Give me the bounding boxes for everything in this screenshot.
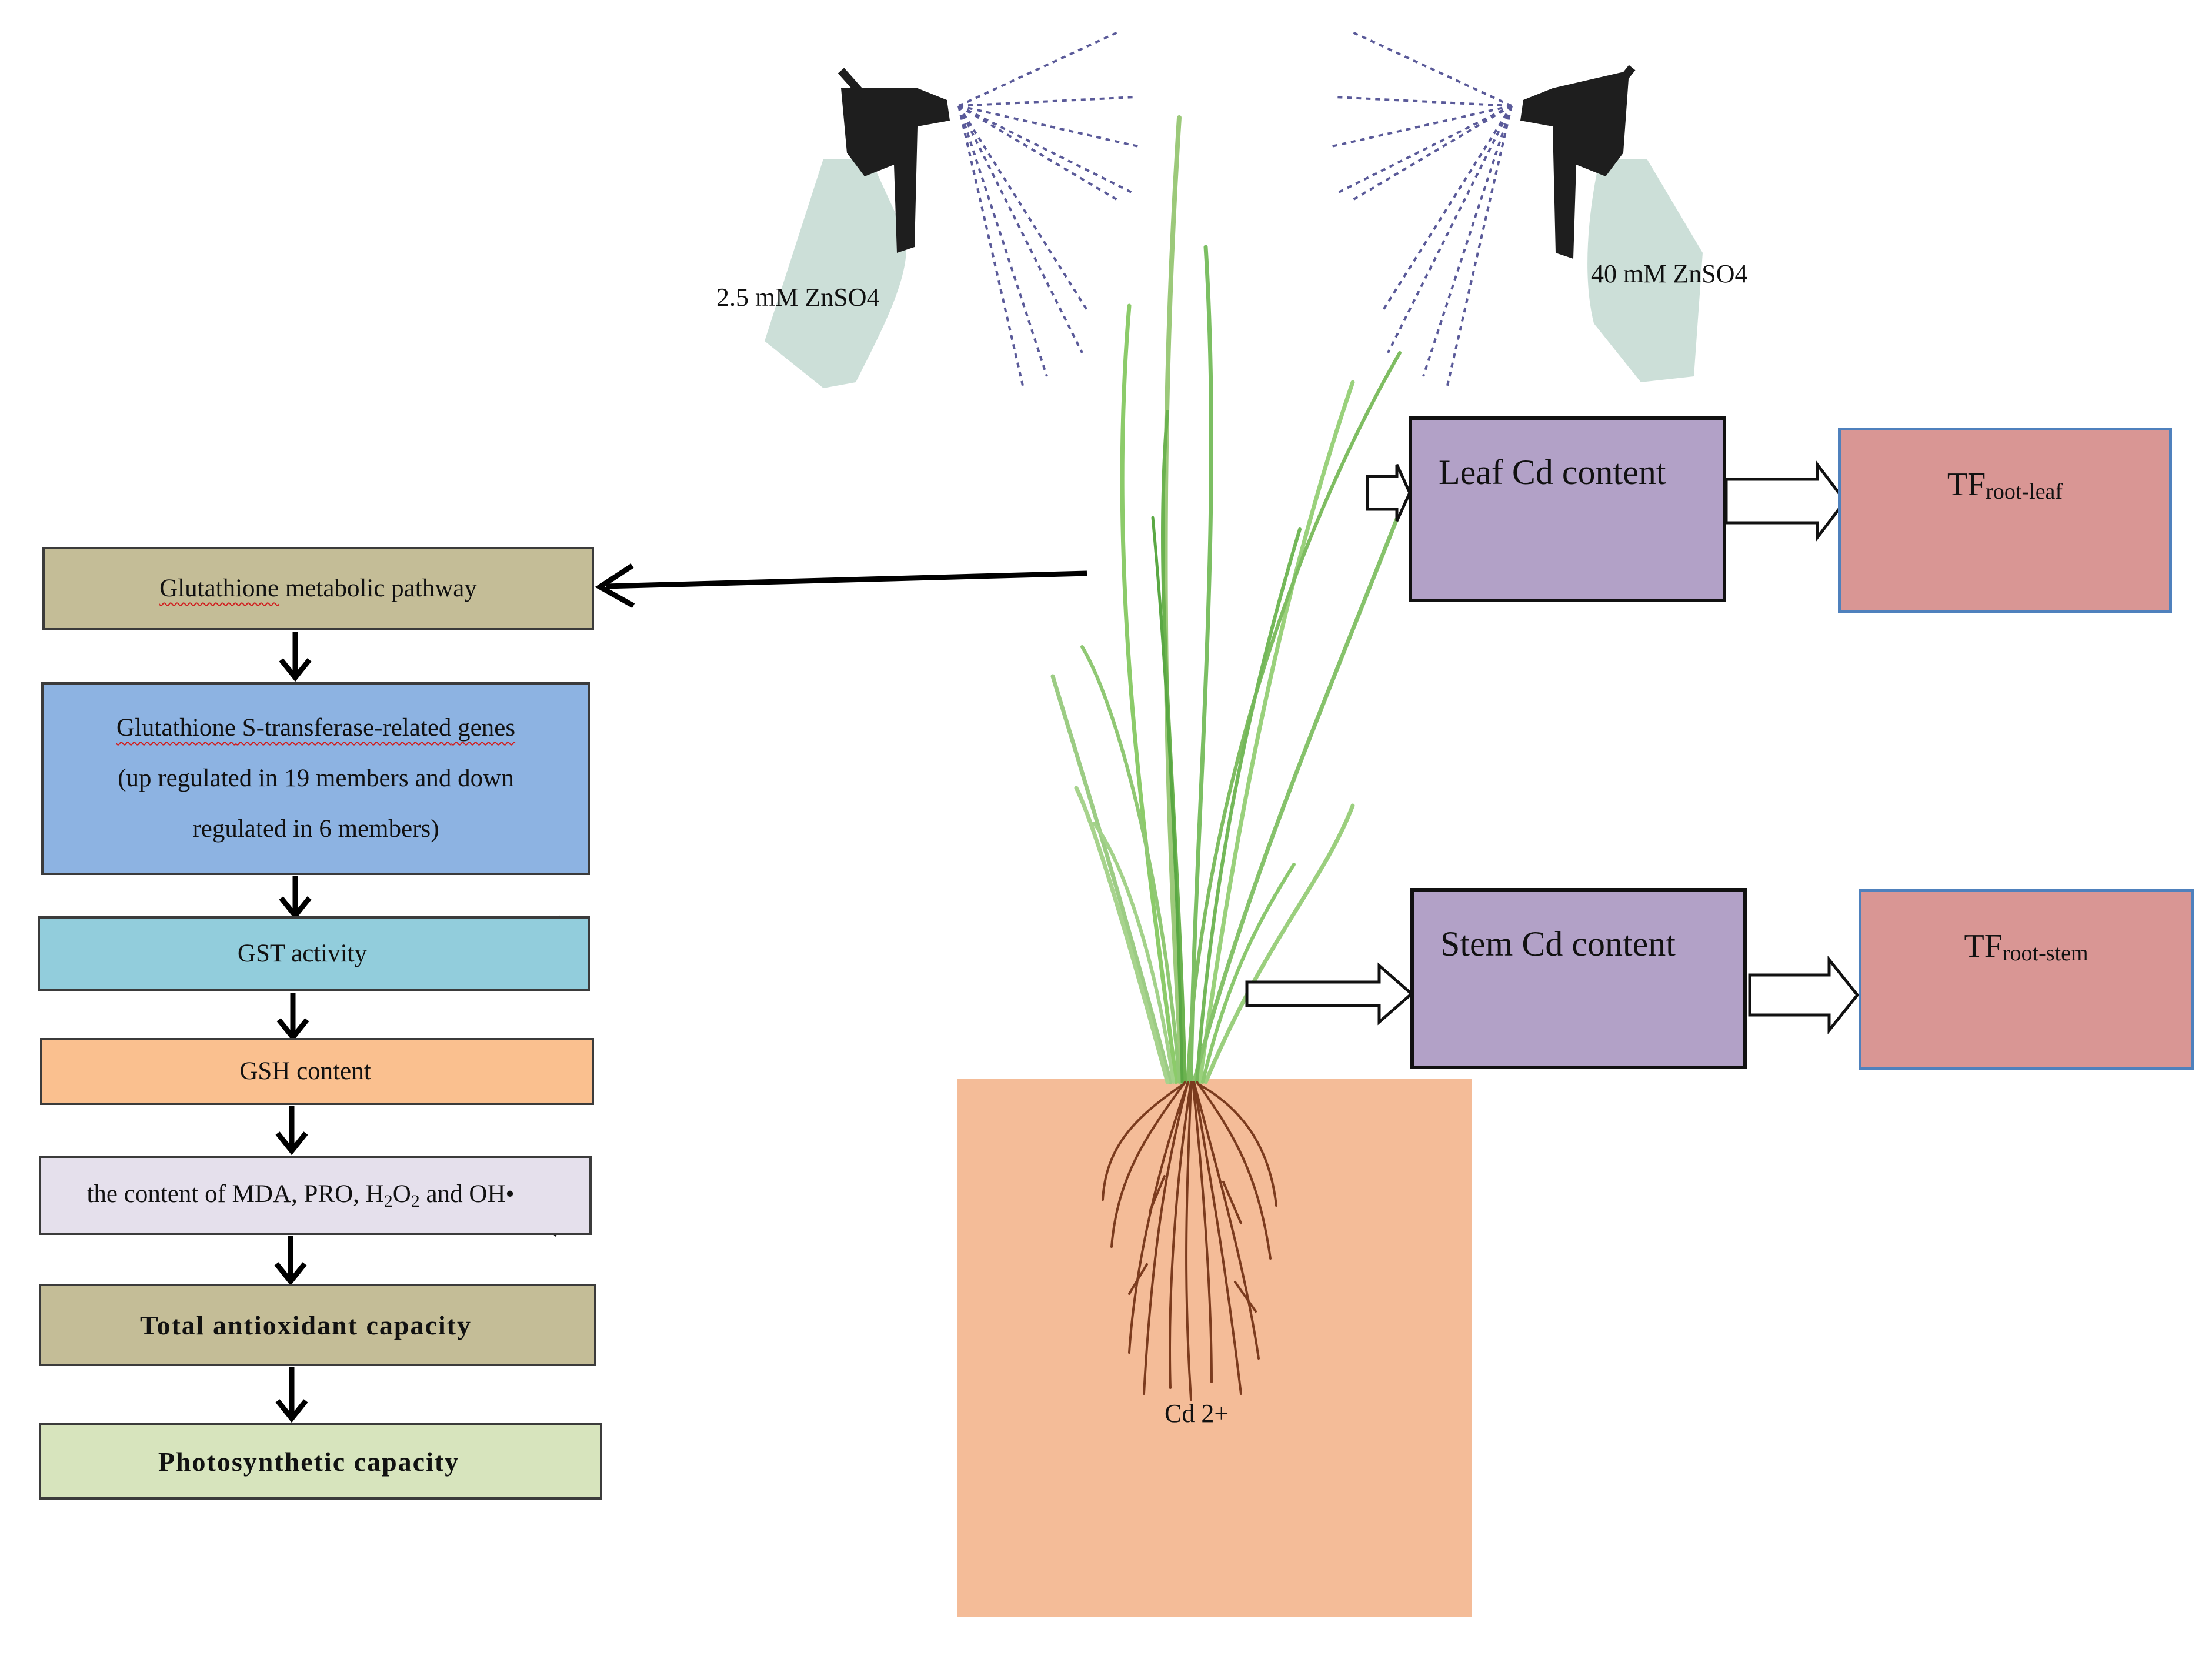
gst-genes-line-2: (up regulated in 19 members and down xyxy=(118,764,514,792)
gst-activity-label: GST activity xyxy=(237,940,368,968)
tf-root-stem-box: TFroot-stem xyxy=(1859,889,2194,1070)
glutathione-pathway-box: Glutathione metabolic pathway xyxy=(42,547,594,630)
gst-genes-line-1: Glutathione S-transferase-related genes xyxy=(116,714,516,742)
soil-cadmium-label: Cd 2+ xyxy=(1165,1399,1229,1428)
gsh-content-box: GSH content xyxy=(40,1038,594,1105)
photosynthetic-label: Photosynthetic capacity xyxy=(158,1446,460,1477)
antioxidant-label: Total antioxidant capacity xyxy=(139,1310,472,1340)
plant-to-pathway-arrow xyxy=(595,563,1087,608)
plant-roots xyxy=(1102,1081,1277,1401)
photosynthetic-box: Photosynthetic capacity xyxy=(39,1423,602,1500)
ros-content-label: the content of MDA, PRO, H2O2 and OH• xyxy=(86,1180,515,1211)
hollow-arrows xyxy=(1245,460,1860,1035)
gst-genes-box: Glutathione S-transferase-related genes … xyxy=(41,682,590,875)
tf-root-leaf-box: TFroot-leaf xyxy=(1838,428,2172,613)
gsh-content-label: GSH content xyxy=(239,1057,371,1086)
left-sprayer xyxy=(765,31,1142,389)
gst-genes-line-3: regulated in 6 members) xyxy=(192,815,439,843)
leaf-cd-label: Leaf Cd content xyxy=(1439,453,1666,492)
gst-activity-box: GST activity xyxy=(38,916,590,991)
tf-root-stem-label: TFroot-stem xyxy=(1964,928,2088,966)
right-sprayer xyxy=(1329,31,1703,389)
stem-cd-box: Stem Cd content xyxy=(1410,888,1747,1069)
tf-root-leaf-label: TFroot-leaf xyxy=(1947,466,2063,504)
ros-content-box: the content of MDA, PRO, H2O2 and OH• xyxy=(39,1156,592,1235)
stem-cd-label: Stem Cd content xyxy=(1440,924,1676,963)
leaf-cd-box: Leaf Cd content xyxy=(1409,416,1726,602)
right-sprayer-label: 40 mM ZnSO4 xyxy=(1591,259,1748,288)
gst-genes-text: Glutathione S-transferase-related genes … xyxy=(93,703,539,854)
left-sprayer-label: 2.5 mM ZnSO4 xyxy=(716,283,880,312)
antioxidant-box: Total antioxidant capacity xyxy=(39,1284,596,1366)
glutathione-pathway-label: Glutathione metabolic pathway xyxy=(159,575,477,603)
flow-arrows xyxy=(274,632,312,1423)
soil-block xyxy=(957,1079,1472,1617)
plant-leaves xyxy=(1050,115,1402,1084)
